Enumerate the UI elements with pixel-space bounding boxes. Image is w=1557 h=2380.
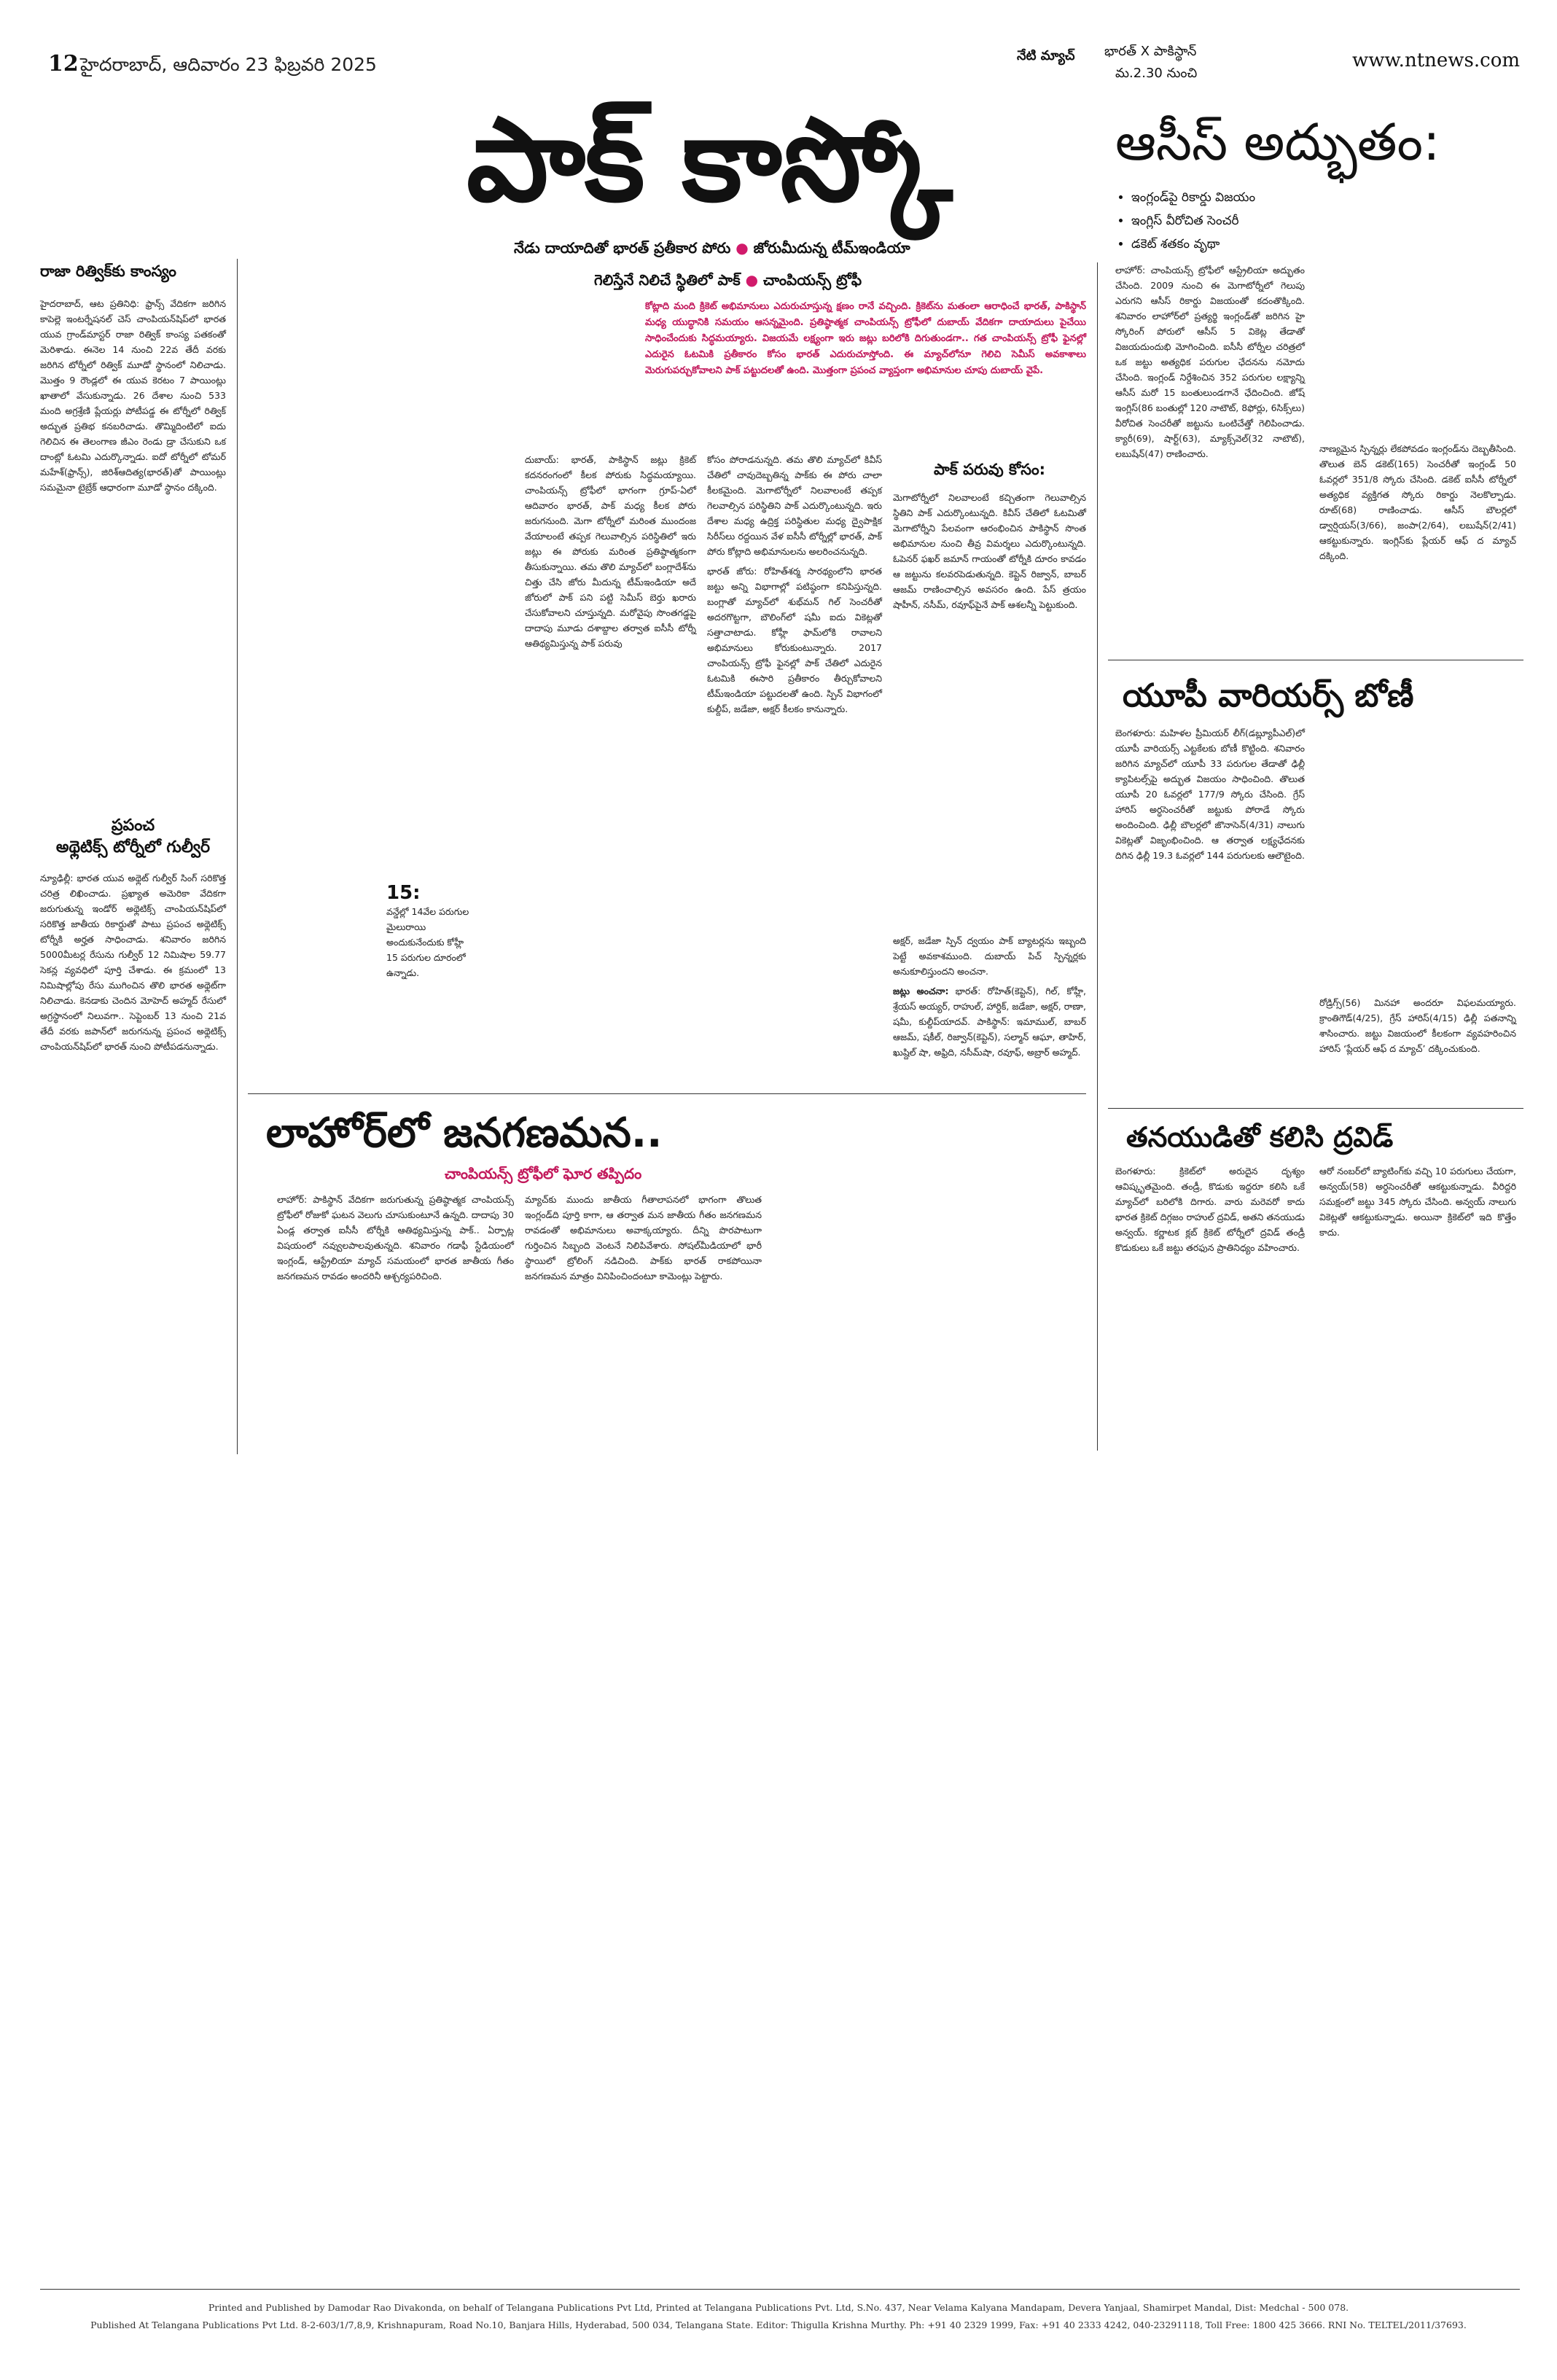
dravid-para-2: ఆరో నంబర్‌లో బ్యాటింగ్‌కు వచ్చి 10 పరుగు… [1319,1166,1516,1238]
dravid-para-1: బెంగళూరు: క్రికెట్‌లో అరుదైన దృశ్యం ఆవిష… [1115,1166,1305,1253]
left-column: రాజా రిత్విక్‌కు కాంస్యం హైదరాబాద్, ఆట ప… [40,262,226,499]
main-subhead-1a: నేడు దాయాదితో భారత్ ప్రతీకార పోరు [514,239,731,257]
main-col-3: పాక్ పరువు కోసం: మెగాటోర్నీలో నిలవాలంటే … [893,461,1086,617]
main-col3-para-1: మెగాటోర్నీలో నిలవాలంటే కచ్చితంగా గెలువాల… [893,492,1086,610]
aus-col-2: నాణ్యమైన స్పిన్నర్లు లేకపోవడం ఇంగ్లండ్‌న… [1319,441,1516,568]
issue-date: హైదరాబాద్, ఆదివారం 23 ఫిబ్రవరి 2025 [80,54,377,75]
main-col-2: కోసం పోరాడనున్నది. తమ తొలి మ్యాచ్‌లో కివ… [707,452,882,721]
aus-headline: ఆసీస్ అద్భుతం: [1115,112,1440,172]
main-subhead-2b: చాంపియన్స్ ట్రోఫీ [763,271,862,289]
aus-col-1: లాహోర్: చాంపియన్స్ ట్రోఫీలో ఆస్ట్రేలియా … [1115,262,1305,466]
aus-bullet: డకెట్ శతకం వృథా [1131,233,1372,256]
masthead: 12 హైదరాబాద్, ఆదివారం 23 ఫిబ్రవరి 2025 న… [0,0,1557,87]
bullet-icon: ● [745,271,759,289]
main-col2-para-2: భారత్ జోరు: రోహిత్‌శర్మ సారథ్యంలోని భారత… [707,566,882,714]
main-subhead-1b: జోరుమీదున్న టీమ్ఇండియా [753,239,910,257]
section-divider [1108,1108,1523,1109]
athletics-story: న్యూఢిల్లీ: భారత యువ అథ్లెట్ గుల్వీర్ సి… [40,873,226,1052]
match-time: మ.2.30 నుంచి [1115,66,1198,81]
up-col-1: బెంగళూరు: మహిళల ప్రీమియర్ లీగ్(డబ్ల్యూపీ… [1115,725,1305,867]
aus-para-2: నాణ్యమైన స్పిన్నర్లు లేకపోవడం ఇంగ్లండ్‌న… [1319,443,1516,561]
up-col-2: రోడ్రిగ్స్(56) మినహా అందరూ విఫలమయ్యారు. … [1319,995,1516,1061]
footer-line-1: Printed and Published by Damodar Rao Div… [208,2302,1349,2313]
page-number: 12 [48,51,79,77]
main-intro: కోట్లాది మంది క్రికెట్ అభిమానులు ఎదురుచూ… [645,301,1086,376]
squads-label: జట్లు అంచనా: [893,986,949,996]
aus-bullets: ఇంగ్లండ్‌పై రికార్డు విజయం ఇంగ్లిస్ వీరో… [1115,186,1372,256]
dravid-headline: తనయుడితో కలిసి ద్రవిడ్ [1126,1121,1394,1153]
pull-quote: 15: వన్డేల్లో 14వేల పరుగుల మైలురాయి అందు… [386,882,470,980]
match-teams: భారత్ X పాకిస్థాన్ [1104,44,1197,59]
lahore-para-1: లాహోర్: పాకిస్థాన్ వేదికగా జరుగుతున్న ప్… [277,1194,514,1281]
main-col3-para-2: అక్షర్, జడేజా స్పిన్ ద్వయం పాక్ బ్యాటర్ల… [893,935,1086,977]
left-column-2: ప్రపంచ అథ్లెటిక్స్ టోర్నీలో గుల్వీర్ న్య… [40,816,226,1058]
main-col2-para-1: కోసం పోరాడనున్నది. తమ తొలి మ్యాచ్‌లో కివ… [707,454,882,557]
chess-story: హైదరాబాద్, ఆట ప్రతినిధి: ఫ్రాన్స్ వేదికగ… [40,298,226,493]
dravid-col-2: ఆరో నంబర్‌లో బ్యాటింగ్‌కు వచ్చి 10 పరుగు… [1319,1163,1516,1244]
chess-headline: రాజా రిత్విక్‌కు కాంస్యం [40,262,176,280]
match-label: నేటి మ్యాచ్ [1017,48,1075,63]
pak-section-head: పాక్ పరువు కోసం: [934,461,1045,478]
main-col-1: దుబాయ్: భారత్, పాకిస్థాన్ జట్లు క్రికెట్… [525,452,696,655]
column-divider [1097,262,1098,1451]
aus-bullet: ఇంగ్లిస్ వీరోచిత సెంచరీ [1131,209,1372,233]
pull-text: వన్డేల్లో 14వేల పరుగుల మైలురాయి అందుకునే… [386,906,469,978]
up-para-1: బెంగళూరు: మహిళల ప్రీమియర్ లీగ్(డబ్ల్యూపీ… [1115,727,1305,861]
main-headline: పాక్ కాస్కో [467,93,953,227]
footer-line-2: Published At Telangana Publications Pvt … [90,2319,1467,2330]
footer-rule [40,2289,1520,2290]
dravid-col-1: బెంగళూరు: క్రికెట్‌లో అరుదైన దృశ్యం ఆవిష… [1115,1163,1305,1260]
athletics-headline-line2: అథ్లెటిక్స్ టోర్నీలో గుల్వీర్ [55,838,211,857]
lahore-subhead: చాంపియన్స్ ట్రోఫీలో ఘోర తప్పిదం [445,1165,642,1182]
lahore-headline: లాహోర్‌లో జనగణమన.. [266,1109,663,1157]
athletics-headline-line1: ప్రపంచ [111,816,155,835]
squads-para: జట్లు అంచనా: భారత్: రోహిత్(కెప్టెన్), గి… [893,983,1086,1060]
up-para-2: రోడ్రిగ్స్(56) మినహా అందరూ విఫలమయ్యారు. … [1319,997,1516,1054]
bullet-icon: ● [735,239,749,257]
main-subhead-1: నేడు దాయాదితో భారత్ ప్రతీకార పోరు ● జోరు… [514,239,1082,260]
pull-number: 15: [386,882,421,904]
aus-para-1: లాహోర్: చాంపియన్స్ ట్రోఫీలో ఆస్ట్రేలియా … [1115,265,1305,459]
aus-bullet: ఇంగ్లండ్‌పై రికార్డు విజయం [1131,186,1372,209]
column-divider [237,259,238,1454]
main-subhead-2a: గెలిస్తేనే నిలిచే స్థితిలో పాక్ [594,271,741,289]
squads-text: భారత్: రోహిత్(కెప్టెన్), గిల్, కోహ్లీ, శ… [893,986,1086,1058]
lahore-col-2: మ్యాచ్‌కు ముందు జాతీయ గీతాలాపనలో భాగంగా … [525,1192,762,1288]
section-divider [248,1093,1086,1094]
website[interactable]: www.ntnews.com [1352,50,1521,71]
main-col-3b: అక్షర్, జడేజా స్పిన్ ద్వయం పాక్ బ్యాటర్ల… [893,933,1086,1064]
lahore-para-2: మ్యాచ్‌కు ముందు జాతీయ గీతాలాపనలో భాగంగా … [525,1194,762,1281]
main-col1-para: దుబాయ్: భారత్, పాకిస్థాన్ జట్లు క్రికెట్… [525,454,696,649]
main-subhead-2: గెలిస్తేనే నిలిచే స్థితిలో పాక్ ● చాంపియ… [594,271,1104,292]
up-headline: యూపీ వారియర్స్ బోణీ [1123,677,1414,714]
lahore-col-1: లాహోర్: పాకిస్థాన్ వేదికగా జరుగుతున్న ప్… [277,1192,514,1288]
